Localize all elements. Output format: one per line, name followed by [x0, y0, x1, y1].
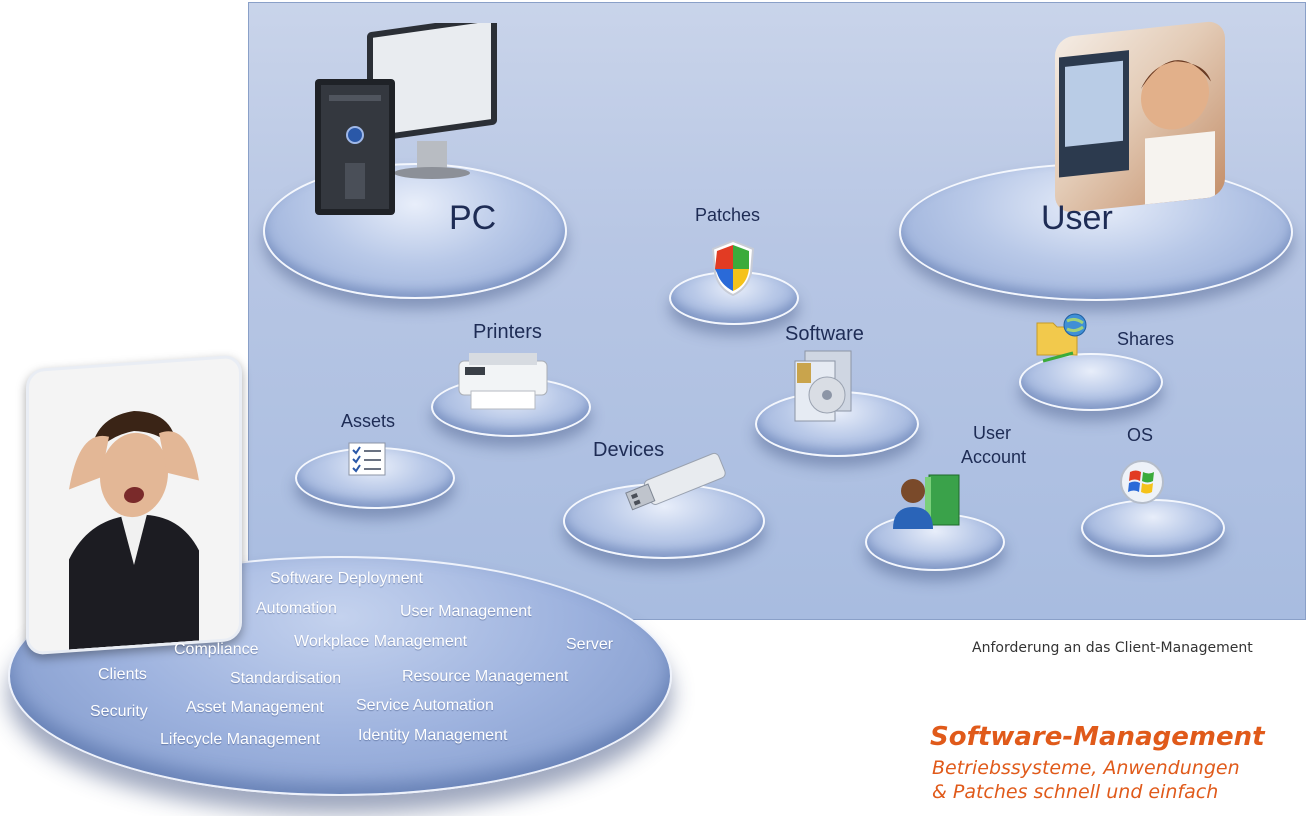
printer-icon: [458, 353, 548, 410]
shared-folder-icon: [1036, 313, 1087, 363]
promo-title: Software-Management: [930, 722, 1265, 752]
software-box-icon: [794, 350, 852, 422]
tag-clients: Clients: [98, 666, 147, 683]
user-account-icon: [893, 474, 960, 529]
shares-disc: [1019, 353, 1163, 411]
tag-identity-management: Identity Management: [358, 727, 508, 744]
patches-label: Patches: [695, 205, 761, 225]
os-label: OS: [1127, 425, 1154, 445]
tag-compliance: Compliance: [174, 641, 259, 658]
pc-label: PC: [449, 199, 497, 237]
tag-service-automation: Service Automation: [356, 697, 494, 714]
tag-software-deployment: Software Deployment: [270, 570, 423, 587]
tag-user-management: User Management: [400, 603, 532, 620]
tag-workplace-management: Workplace Management: [294, 633, 468, 650]
figure-caption: Anforderung an das Client-Management: [972, 640, 1253, 656]
devices-label: Devices: [593, 439, 665, 461]
promo-line-1: Betriebssysteme, Anwendungen: [932, 757, 1240, 779]
user-photo: [1055, 20, 1225, 214]
diagram-panel: PC User Patches Printers: [248, 2, 1306, 620]
windows-logo-icon: [1120, 460, 1164, 504]
shares-label: Shares: [1117, 329, 1175, 349]
assets-label: Assets: [341, 411, 396, 431]
tag-server: Server: [566, 636, 614, 653]
tag-asset-management: Asset Management: [186, 699, 324, 716]
user-label: User: [1041, 199, 1113, 237]
os-disc: [1081, 499, 1225, 557]
promo-line-2: & Patches schnell und einfach: [932, 781, 1219, 803]
pc-disc: [263, 163, 567, 299]
tag-resource-management: Resource Management: [402, 668, 569, 685]
tag-standardisation: Standardisation: [230, 670, 342, 687]
software-label: Software: [785, 323, 864, 345]
user-account-label-2: Account: [961, 447, 1027, 467]
promo-subtitle: Betriebssysteme, Anwendungen & Patches s…: [932, 756, 1240, 804]
tag-security: Security: [90, 703, 148, 720]
stressed-woman-photo: [26, 354, 242, 656]
user-account-label-1: User: [973, 423, 1012, 443]
tag-automation: Automation: [256, 600, 337, 617]
checklist-icon: [348, 442, 386, 476]
usb-stick-icon: [625, 452, 726, 511]
shield-icon: [711, 239, 755, 297]
desktop-pc-icon: [315, 23, 497, 215]
printers-label: Printers: [473, 321, 542, 343]
tag-lifecycle-management: Lifecycle Management: [160, 731, 321, 748]
